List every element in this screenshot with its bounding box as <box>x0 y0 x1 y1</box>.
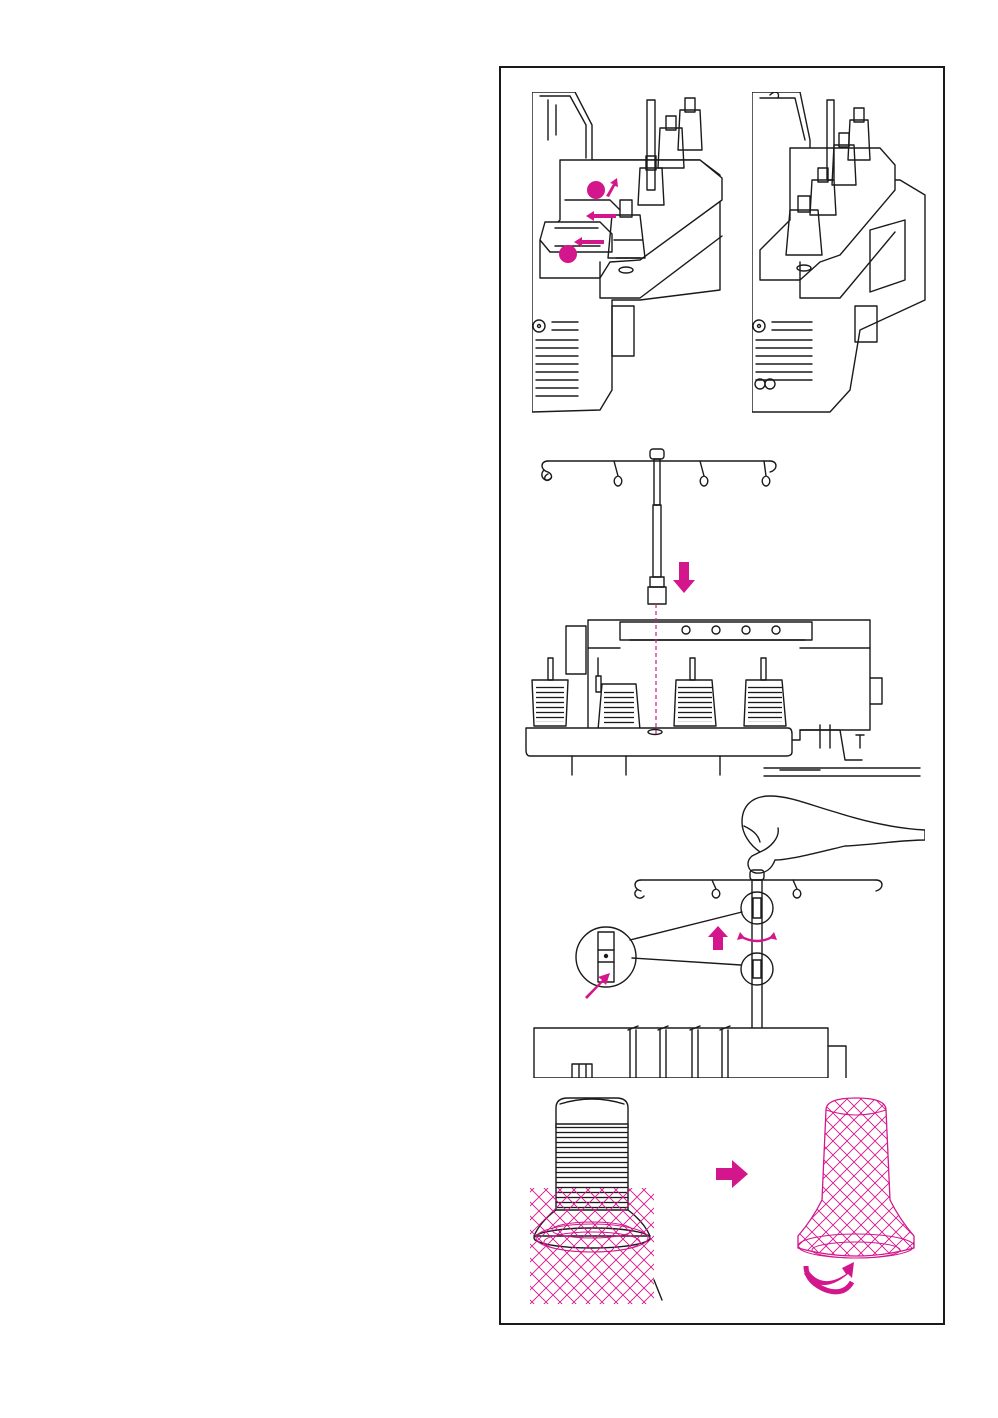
spool-right-covered <box>798 1098 914 1292</box>
panel-spool-cover-open <box>532 92 722 412</box>
panel-spool-net-apply <box>530 1098 914 1304</box>
arrow-right-icon <box>716 1160 748 1188</box>
panel-extend-thread-stand <box>534 796 925 1078</box>
spool-left <box>530 1098 662 1304</box>
hand-icon <box>742 796 925 873</box>
panel-spool-cover-closed <box>752 92 925 412</box>
panel-insert-thread-stand <box>526 449 920 776</box>
